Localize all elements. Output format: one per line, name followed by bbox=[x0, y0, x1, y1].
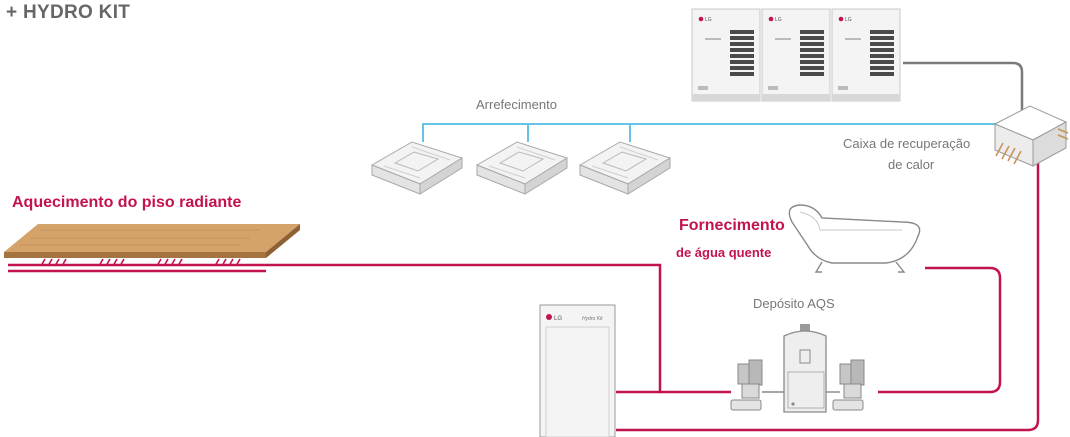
svg-text:LG: LG bbox=[775, 17, 782, 23]
outdoor-unit-icon: LG bbox=[691, 8, 761, 102]
dhw-tank-label: Depósito AQS bbox=[753, 296, 835, 311]
heat-recovery-box-label-line2: de calor bbox=[888, 157, 935, 172]
pump-icon bbox=[832, 359, 865, 411]
bathtub-icon bbox=[788, 204, 921, 273]
cooling-label: Arrefecimento bbox=[476, 97, 557, 112]
cassette-unit-icon bbox=[578, 141, 672, 195]
outdoor-units: LG LG bbox=[691, 8, 901, 102]
heat-recovery-box-icon bbox=[993, 105, 1069, 167]
pump-icon bbox=[730, 359, 763, 411]
floor-heating-label: Aquecimento do piso radiante bbox=[12, 194, 242, 211]
outdoor-unit-icon: LG bbox=[831, 8, 901, 102]
svg-text:LG: LG bbox=[845, 17, 852, 23]
cooling-pipe bbox=[422, 123, 1000, 142]
refrigerant-pipe-outdoor bbox=[903, 61, 1024, 113]
hot-water-pipes bbox=[8, 160, 1040, 432]
outdoor-unit-icon: LG bbox=[761, 8, 831, 102]
hot-water-label-line2: de água quente bbox=[676, 245, 772, 260]
floor-panel-icon bbox=[4, 224, 300, 267]
page-title: + HYDRO KIT bbox=[6, 2, 131, 23]
heat-recovery-box-label-line1: Caixa de recuperação bbox=[843, 136, 971, 151]
svg-text:LG: LG bbox=[705, 17, 712, 23]
cassette-units bbox=[370, 141, 672, 195]
svg-text:Hydro Kit: Hydro Kit bbox=[582, 316, 603, 322]
cassette-unit-icon bbox=[370, 141, 464, 195]
water-tank-icon bbox=[783, 324, 827, 413]
cassette-unit-icon bbox=[475, 141, 569, 195]
hydro-kit-unit-icon: LG Hydro Kit bbox=[539, 304, 616, 437]
svg-text:LG: LG bbox=[554, 316, 562, 322]
hot-water-label-line1: Fornecimento bbox=[679, 217, 785, 234]
